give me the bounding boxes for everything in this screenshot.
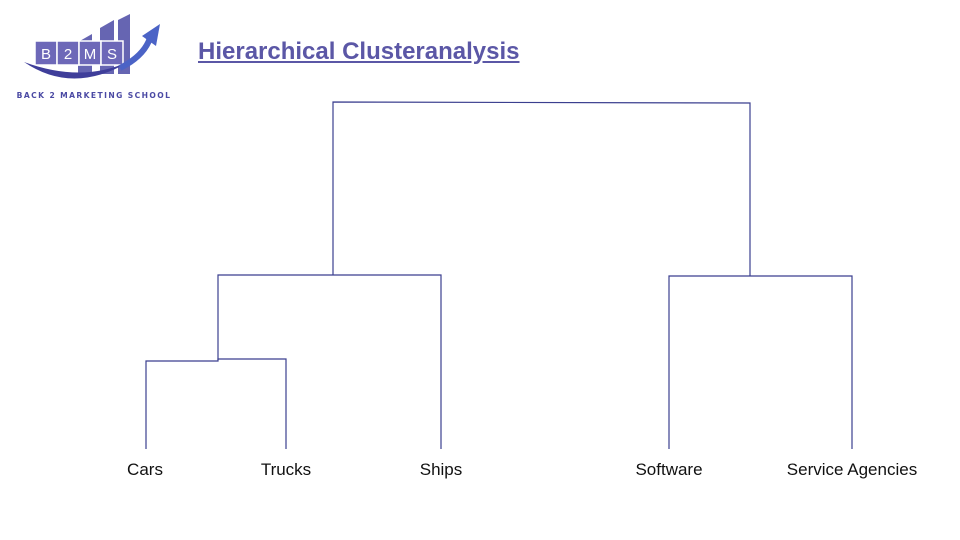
link-cars-trucks: [145, 358, 287, 449]
link-root: [332, 101, 751, 276]
logo-letter-2: 2: [64, 46, 72, 63]
leaf-label-ships: Ships: [419, 460, 463, 479]
leaf-label-cars: Cars: [127, 460, 163, 479]
link-software-services: [668, 275, 853, 449]
logo-letter-m: M: [84, 46, 97, 63]
b2ms-logo: B 2 M S BACK 2 MARKETING SCHOOL: [14, 12, 174, 104]
leaf-label-service-agencies: Service Agencies: [786, 460, 918, 479]
leaf-label-trucks: Trucks: [260, 460, 312, 479]
logo-letter-s: S: [107, 46, 117, 63]
page-title: Hierarchical Clusteranalysis: [198, 38, 520, 65]
leaf-label-software: Software: [635, 460, 703, 479]
logo-caption: BACK 2 MARKETING SCHOOL: [16, 91, 172, 100]
b2ms-logo-graphic: B 2 M S: [24, 14, 160, 79]
logo-letter-b: B: [41, 46, 51, 63]
link-vehicles-ships: [217, 274, 442, 449]
